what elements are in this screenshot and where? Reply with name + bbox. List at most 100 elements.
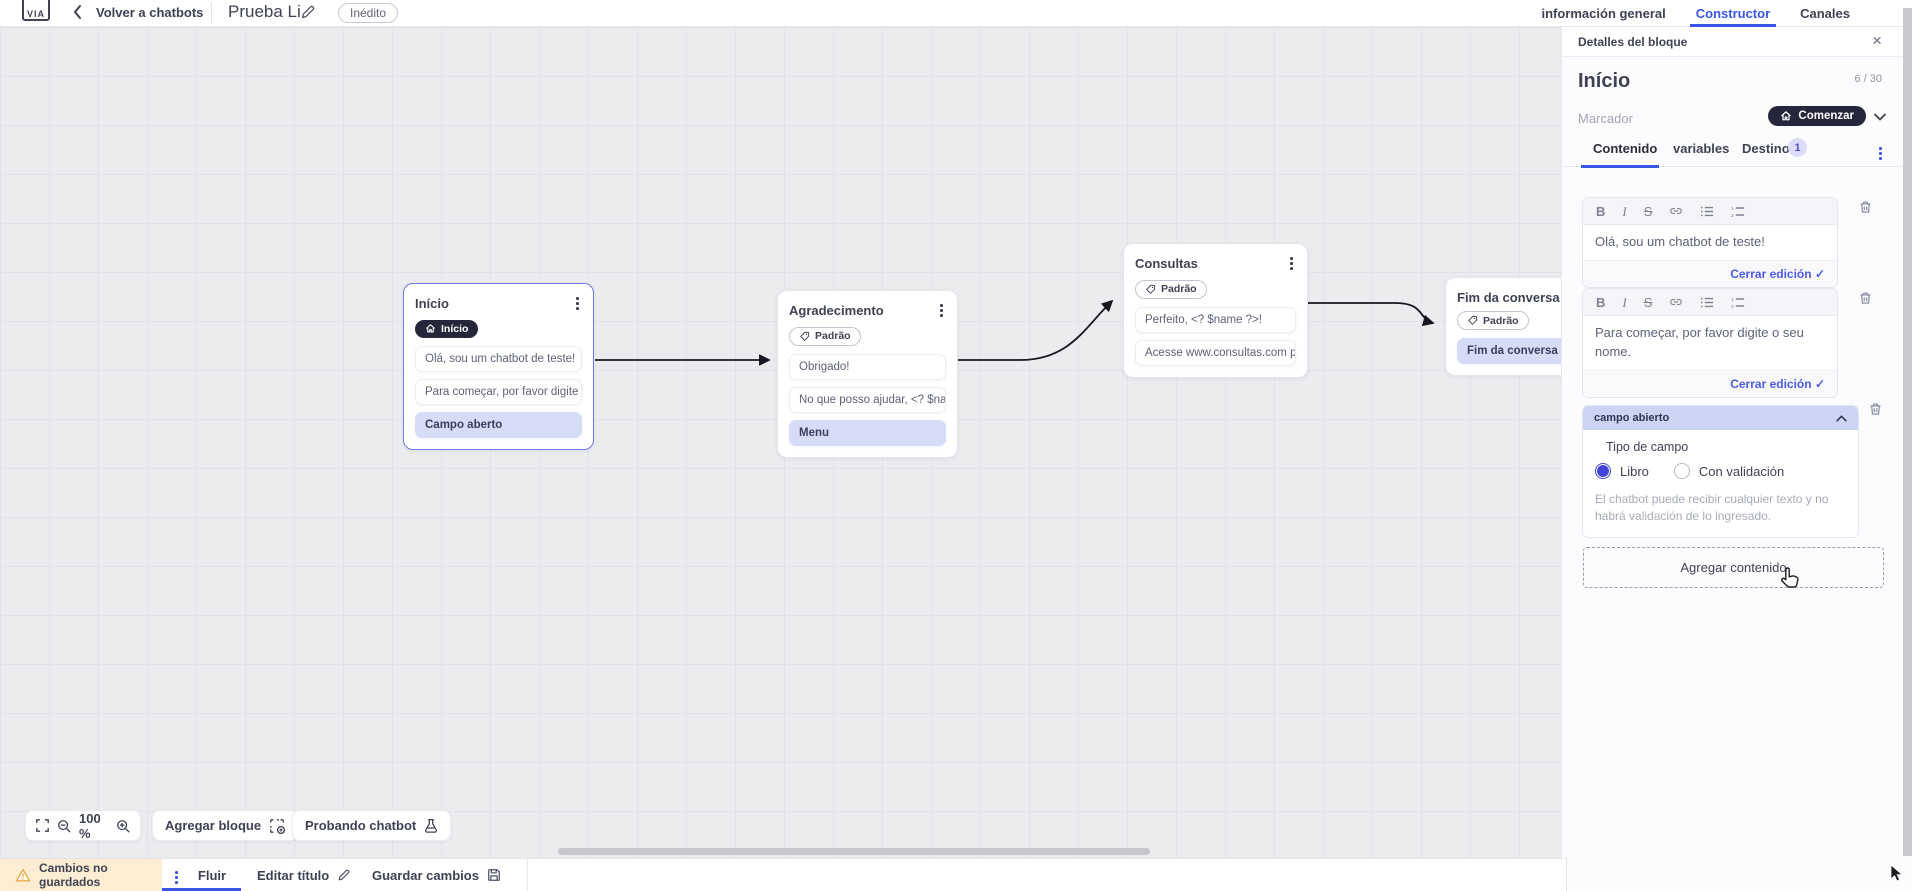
add-block-button[interactable]: Agregar bloque (152, 810, 299, 841)
save-changes-button[interactable]: Guardar cambios (372, 859, 501, 891)
node-fim-da-conversa[interactable]: Fim da conversa Padrão Fim da conversa (1445, 277, 1561, 376)
fullscreen-icon[interactable] (36, 819, 49, 832)
link-button[interactable] (1669, 204, 1683, 218)
tab-canales[interactable]: Canales (1800, 6, 1850, 21)
edit-title-pencil-icon[interactable] (300, 4, 316, 20)
open-field-body: Tipo de campo Libro Con validación El ch… (1583, 430, 1858, 537)
node-inicio[interactable]: Início Início Olá, sou um chatbot de tes… (403, 283, 594, 451)
italic-button[interactable]: I (1622, 203, 1627, 219)
node-menu-icon[interactable] (937, 300, 946, 321)
start-marker-pill: Início (415, 319, 479, 338)
close-icon[interactable]: × (1872, 31, 1882, 50)
zoom-out-icon[interactable] (57, 819, 71, 833)
chatbot-title: Prueba Li (228, 2, 301, 21)
node-menu-item[interactable]: Menu (789, 419, 946, 446)
test-chatbot-label: Probando chatbot (305, 818, 417, 833)
page-vertical-scrollbar[interactable] (1903, 8, 1912, 856)
chevron-down-icon[interactable] (1874, 113, 1886, 121)
node-message-item[interactable]: Obrigado! (789, 353, 946, 380)
zoom-level: 100 % (79, 810, 101, 841)
home-icon (426, 324, 435, 333)
connector-consultas-fim (1308, 302, 1435, 327)
svg-text:1: 1 (1731, 205, 1734, 211)
node-end-item[interactable]: Fim da conversa (1457, 338, 1561, 364)
tab-variables[interactable]: variables (1673, 141, 1730, 156)
trash-icon[interactable] (1858, 199, 1873, 215)
radio-libro[interactable] (1595, 463, 1611, 479)
node-message-item[interactable]: Olá, sou um chatbot de teste! (415, 346, 582, 373)
back-to-chatbots-link[interactable]: Volver a chatbots (96, 5, 204, 20)
default-marker-pill: Padrão (789, 326, 861, 346)
tab-constructor[interactable]: Constructor (1689, 0, 1777, 27)
bullet-list-button[interactable] (1700, 205, 1714, 218)
connector-agradecimento-consultas (958, 299, 1114, 361)
zoom-toolbar: 100 % (25, 810, 141, 841)
radio-con-validacion-label[interactable]: Con validación (1698, 463, 1785, 479)
bullet-list-button[interactable] (1700, 296, 1714, 309)
node-consultas[interactable]: Consultas Padrão Perfeito, <? $name ?>! … (1123, 243, 1308, 378)
canvas-horizontal-scrollbar[interactable] (558, 848, 1150, 855)
node-message-item[interactable]: No que posso ajudar, <? $name ... (789, 386, 946, 413)
node-open-field-item[interactable]: Campo aberto (415, 412, 582, 439)
tab-destino[interactable]: Destino (1742, 141, 1790, 156)
chevron-up-icon[interactable] (1836, 414, 1847, 422)
strikethrough-button[interactable]: S (1643, 294, 1653, 310)
node-message-item[interactable]: Acesse www.consultas.com par... (1135, 339, 1296, 366)
tab-contenido[interactable]: Contenido (1593, 141, 1658, 156)
bold-button[interactable]: B (1596, 294, 1606, 310)
test-chatbot-button[interactable]: Probando chatbot (292, 810, 452, 841)
node-menu-icon[interactable] (573, 293, 582, 314)
link-button[interactable] (1669, 295, 1683, 309)
node-message-item[interactable]: Perfeito, <? $name ?>! (1135, 306, 1296, 333)
marker-select[interactable]: Comenzar (1768, 106, 1866, 126)
close-edit-link[interactable]: Cerrar edición ✓ (1583, 259, 1837, 287)
trash-icon[interactable] (1858, 290, 1873, 306)
italic-button[interactable]: I (1622, 294, 1627, 310)
home-icon (1781, 111, 1792, 121)
add-block-label: Agregar bloque (165, 818, 262, 833)
open-field-header[interactable]: campo abierto (1583, 406, 1858, 430)
message-text[interactable]: Para começar, por favor digite o seu nom… (1583, 316, 1837, 370)
pencil-icon (337, 868, 351, 882)
zoom-in-icon[interactable] (116, 819, 130, 833)
bold-button[interactable]: B (1596, 203, 1606, 219)
active-tab-underline (1581, 165, 1659, 168)
back-chevron-icon[interactable] (72, 3, 83, 21)
add-content-button[interactable]: Agregar contenido (1583, 547, 1884, 588)
close-edit-link[interactable]: Cerrar edición ✓ (1583, 369, 1837, 397)
tab-informacion-general[interactable]: información general (1541, 6, 1666, 21)
bottombar: Cambios no guardados Fluir Editar título… (0, 858, 1567, 891)
block-name-input[interactable]: Início (1578, 70, 1631, 92)
radio-con-validacion[interactable] (1673, 463, 1690, 479)
node-agradecimento[interactable]: Agradecimento Padrão Obrigado! No que po… (777, 290, 958, 458)
tag-icon (1146, 284, 1156, 294)
node-message-item[interactable]: Para começar, por favor digite o ... (415, 379, 582, 406)
topbar: VIA Volver a chatbots Prueba Li Inédito … (0, 0, 1912, 27)
strikethrough-button[interactable]: S (1643, 203, 1653, 219)
tag-icon (1468, 315, 1478, 325)
svg-text:2: 2 (1731, 212, 1734, 217)
svg-text:2: 2 (1731, 303, 1734, 308)
check-icon: ✓ (1814, 266, 1825, 281)
default-marker-pill: Padrão (1457, 311, 1529, 330)
node-menu-icon[interactable] (1287, 253, 1296, 274)
node-title: Início (415, 296, 449, 311)
panel-menu-icon[interactable] (1876, 143, 1885, 164)
message-text[interactable]: Olá, sou um chatbot de teste! (1583, 225, 1837, 260)
flow-canvas[interactable]: Início Início Olá, sou um chatbot de tes… (0, 27, 1561, 858)
block-details-panel: Detalles del bloque × Início 6 / 30 Marc… (1561, 27, 1912, 891)
trash-icon[interactable] (1868, 401, 1883, 417)
edit-title-button[interactable]: Editar título (257, 859, 351, 891)
flow-menu-icon[interactable] (172, 867, 181, 888)
unsaved-changes-chip: Cambios no guardados (0, 859, 162, 891)
radio-libro-label[interactable]: Libro (1620, 463, 1649, 479)
marker-label: Marcador (1578, 111, 1633, 126)
bottombar-divider (527, 859, 528, 891)
open-field-card: campo abierto Tipo de campo Libro Con va… (1582, 405, 1859, 538)
tab-fluir[interactable]: Fluir (197, 867, 227, 883)
